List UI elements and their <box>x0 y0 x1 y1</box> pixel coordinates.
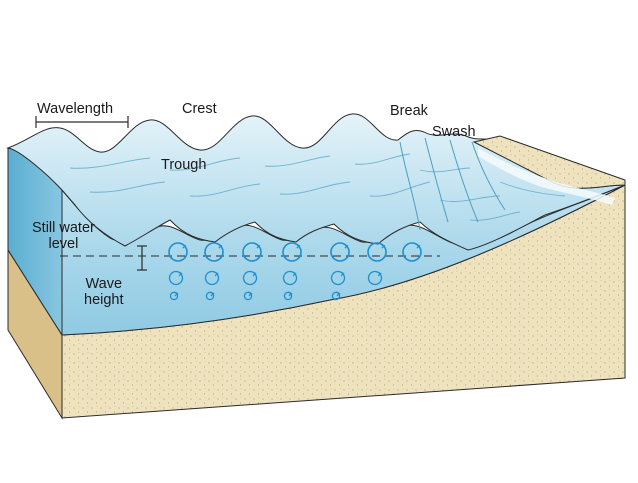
trough-label: Trough <box>161 157 207 173</box>
orbit-arrow <box>415 243 421 249</box>
orbit-circle <box>242 242 262 262</box>
breaking-waves <box>399 137 506 231</box>
orbit-circle <box>204 270 220 286</box>
orbit-arrow <box>217 243 223 249</box>
orbit-arrow <box>181 243 187 249</box>
break-label: Break <box>390 103 428 119</box>
swash-label: Swash <box>432 124 476 140</box>
orbit-arrow <box>177 271 183 277</box>
orbit-circle <box>367 270 383 286</box>
wavelength-label: Wavelength <box>37 101 114 117</box>
orbit-arrow <box>343 243 349 249</box>
wave-height-marker <box>137 245 147 271</box>
surface-lines <box>69 153 566 221</box>
orbital-motion <box>168 242 422 301</box>
orbit-circle <box>282 242 302 262</box>
orbit-arrow <box>173 291 179 297</box>
orbit-arrow <box>251 271 257 277</box>
orbit-arrow <box>291 271 297 277</box>
orbit-circle <box>330 242 350 262</box>
orbit-arrow <box>255 243 261 249</box>
swash-foam <box>478 148 615 205</box>
wave-height-label: Wave height <box>84 276 124 308</box>
still-water-line1: Still water <box>32 220 95 236</box>
orbit-arrow <box>213 271 219 277</box>
orbit-circle <box>330 270 346 286</box>
orbit-arrow <box>335 291 341 297</box>
orbit-arrow <box>209 291 215 297</box>
orbit-arrow <box>247 291 253 297</box>
orbit-circle <box>282 270 298 286</box>
still-water-level-label: Still water level <box>32 220 95 252</box>
orbit-arrow <box>339 271 345 277</box>
wave-height-line1: Wave <box>85 276 123 292</box>
orbit-circle <box>402 242 422 262</box>
orbit-circle <box>168 242 188 262</box>
orbit-circle <box>168 270 184 286</box>
orbit-arrow <box>295 243 301 249</box>
orbit-arrow <box>380 243 386 249</box>
orbit-circle <box>204 242 224 262</box>
orbit-arrow <box>287 291 293 297</box>
orbit-circle <box>242 270 258 286</box>
orbit-circle <box>367 242 387 262</box>
wavelength-bracket <box>35 116 129 128</box>
still-water-line2: level <box>48 236 79 252</box>
orbit-arrow <box>376 271 382 277</box>
wave-height-line2: height <box>84 292 124 308</box>
crest-label: Crest <box>182 101 217 117</box>
